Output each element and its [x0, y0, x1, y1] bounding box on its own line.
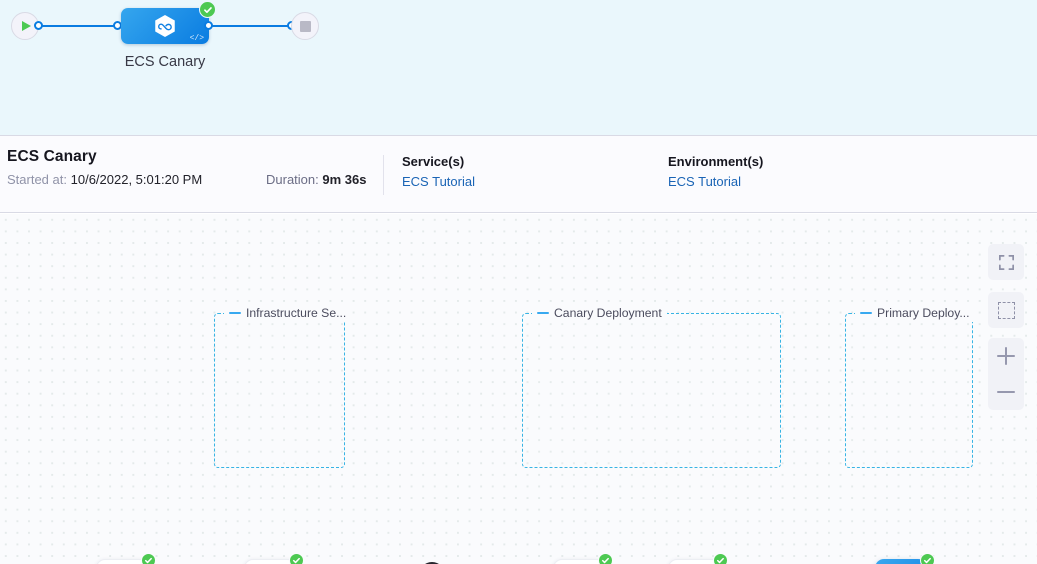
- environments-link[interactable]: ECS Tutorial: [668, 174, 741, 189]
- status-badge-success: [141, 553, 156, 564]
- status-badge-success: [713, 553, 728, 564]
- stop-icon: [299, 20, 311, 32]
- status-badge-success: [289, 553, 304, 564]
- services-block: Service(s) ECS Tutorial: [402, 154, 475, 189]
- status-badge-success: [598, 553, 613, 564]
- services-link[interactable]: ECS Tutorial: [402, 174, 475, 189]
- zoom-out-button[interactable]: [988, 374, 1024, 410]
- step-resource-constraint[interactable]: [419, 562, 445, 564]
- environments-title: Environment(s): [668, 154, 764, 169]
- zoom-in-button[interactable]: [988, 338, 1024, 374]
- info-divider: [383, 155, 384, 195]
- group-header: Primary Deploy...: [855, 304, 975, 322]
- duration-value: 9m 36s: [322, 172, 367, 187]
- group-header: Canary Deployment: [532, 304, 667, 322]
- group-label: Canary Deployment: [554, 306, 662, 320]
- mini-edge-node-to-end: [208, 25, 293, 27]
- fullscreen-button[interactable]: [988, 244, 1024, 280]
- mini-port-node-out: [204, 21, 213, 30]
- page-title: ECS Canary: [7, 148, 97, 165]
- mini-port-start: [34, 21, 43, 30]
- status-badge-success: [199, 1, 216, 18]
- run-info-bar: ECS Canary Started at: 10/6/2022, 5:01:2…: [0, 136, 1037, 213]
- collapse-icon[interactable]: [229, 312, 241, 314]
- top-stage-label: ECS Canary: [124, 54, 206, 70]
- duration: Duration: 9m 36s: [266, 172, 366, 187]
- play-icon: [21, 21, 31, 31]
- harness-logo-icon: [155, 14, 175, 38]
- plus-icon-vertical: [1004, 347, 1008, 365]
- execution-graph-canvas[interactable]: Infrastructure Se... Canary Deployment P…: [0, 214, 1037, 564]
- top-stage-node-ecs-canary[interactable]: </>: [121, 1, 216, 44]
- marquee-select-button[interactable]: [988, 292, 1024, 328]
- environments-block: Environment(s) ECS Tutorial: [668, 154, 763, 189]
- collapse-icon[interactable]: [860, 312, 872, 314]
- group-canary-deployment[interactable]: Canary Deployment: [522, 304, 781, 468]
- group-label: Infrastructure Se...: [246, 306, 347, 320]
- group-label: Primary Deploy...: [877, 306, 970, 320]
- started-at-value: 10/6/2022, 5:01:20 PM: [70, 172, 203, 187]
- group-infrastructure-section[interactable]: Infrastructure Se...: [214, 304, 352, 468]
- status-badge-success: [920, 553, 935, 564]
- group-primary-deployment[interactable]: Primary Deploy...: [845, 304, 975, 468]
- duration-label: Duration:: [266, 172, 319, 187]
- started-at-label: Started at:: [7, 172, 67, 187]
- code-tag: </>: [189, 34, 204, 43]
- dashed-square-icon: [997, 301, 1015, 319]
- step-ecs-rolling-deploy[interactable]: </>: [875, 559, 927, 564]
- minus-icon: [997, 390, 1015, 394]
- pipeline-end-node[interactable]: [291, 12, 319, 40]
- started-at: Started at: 10/6/2022, 5:01:20 PM: [7, 172, 202, 187]
- top-pipeline-strip: </> ECS Canary: [0, 0, 1037, 136]
- mini-edge-start-to-node: [38, 25, 118, 27]
- zoom-controls: [988, 338, 1024, 410]
- group-header: Infrastructure Se...: [224, 304, 352, 322]
- services-title: Service(s): [402, 154, 465, 169]
- expand-icon: [998, 254, 1014, 270]
- collapse-icon[interactable]: [537, 312, 549, 314]
